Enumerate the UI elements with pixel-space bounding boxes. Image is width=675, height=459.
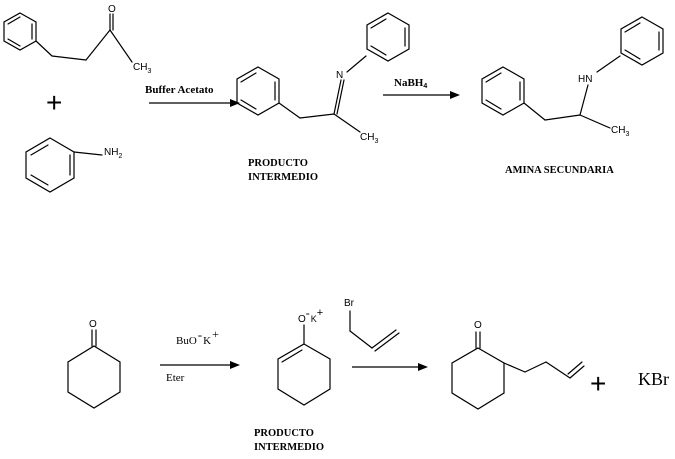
cyclohexane-ring xyxy=(451,347,505,410)
caption-producto: PRODUCTO xyxy=(248,158,308,169)
allyl-bromide-molecule: Br xyxy=(344,298,400,352)
allylcyclohexanone-molecule: O xyxy=(451,320,585,410)
bromine-label: Br xyxy=(344,298,355,309)
methyl-label: CH3 xyxy=(360,132,378,145)
phenyl-ring xyxy=(366,12,410,62)
benzene-ring xyxy=(3,12,37,51)
secondary-amine-molecule: HN CH3 xyxy=(481,16,664,138)
reagent-nabh4-label: NaBH4 xyxy=(394,77,427,90)
caption-producto: PRODUCTO xyxy=(254,428,314,439)
methyl-label: CH3 xyxy=(133,62,151,75)
reaction-arrow-4 xyxy=(352,363,428,371)
reagent-buffer-label: Buffer Acetato xyxy=(145,84,214,96)
carbonyl-oxygen-label: O xyxy=(108,4,116,15)
amine-nh-label: HN xyxy=(578,74,592,85)
reagent-buok-label: BuO-K+ xyxy=(176,327,219,347)
methyl-label: CH3 xyxy=(611,125,629,138)
kbr-label: KBr xyxy=(638,369,669,389)
amine-label: NH2 xyxy=(104,147,122,160)
carbonyl-oxygen-label: O xyxy=(89,319,97,330)
benzene-ring xyxy=(481,66,525,116)
benzene-ring xyxy=(236,66,280,116)
enolate-molecule: O-K+ xyxy=(277,306,331,406)
aniline-molecule: NH2 xyxy=(25,137,122,193)
enolate-oxygen-label: O-K+ xyxy=(298,306,323,325)
plus-sign: + xyxy=(590,368,606,399)
caption-intermedio: INTERMEDIO xyxy=(248,172,318,183)
imine-nitrogen-label: N xyxy=(336,70,343,81)
reaction-arrow-1: Buffer Acetato xyxy=(145,84,240,107)
phenyl-ring xyxy=(620,16,664,66)
caption-intermedio: INTERMEDIO xyxy=(254,442,324,453)
reaction-arrow-2: NaBH4 xyxy=(383,77,460,99)
reaction-arrow-3: BuO-K+ Eter xyxy=(160,327,240,384)
reagent-eter-label: Eter xyxy=(166,372,185,384)
cyclohexane-ring xyxy=(67,345,121,409)
cyclohexanone-molecule: O xyxy=(67,319,121,409)
imine-molecule: N CH3 xyxy=(236,12,410,145)
cyclohexene-ring xyxy=(277,343,331,406)
carbonyl-oxygen-label: O xyxy=(474,320,482,331)
phenylacetone-molecule: O CH3 xyxy=(3,4,151,75)
caption-amina-secundaria: AMINA SECUNDARIA xyxy=(505,165,614,176)
plus-sign: + xyxy=(46,87,62,118)
benzene-ring xyxy=(25,137,75,193)
